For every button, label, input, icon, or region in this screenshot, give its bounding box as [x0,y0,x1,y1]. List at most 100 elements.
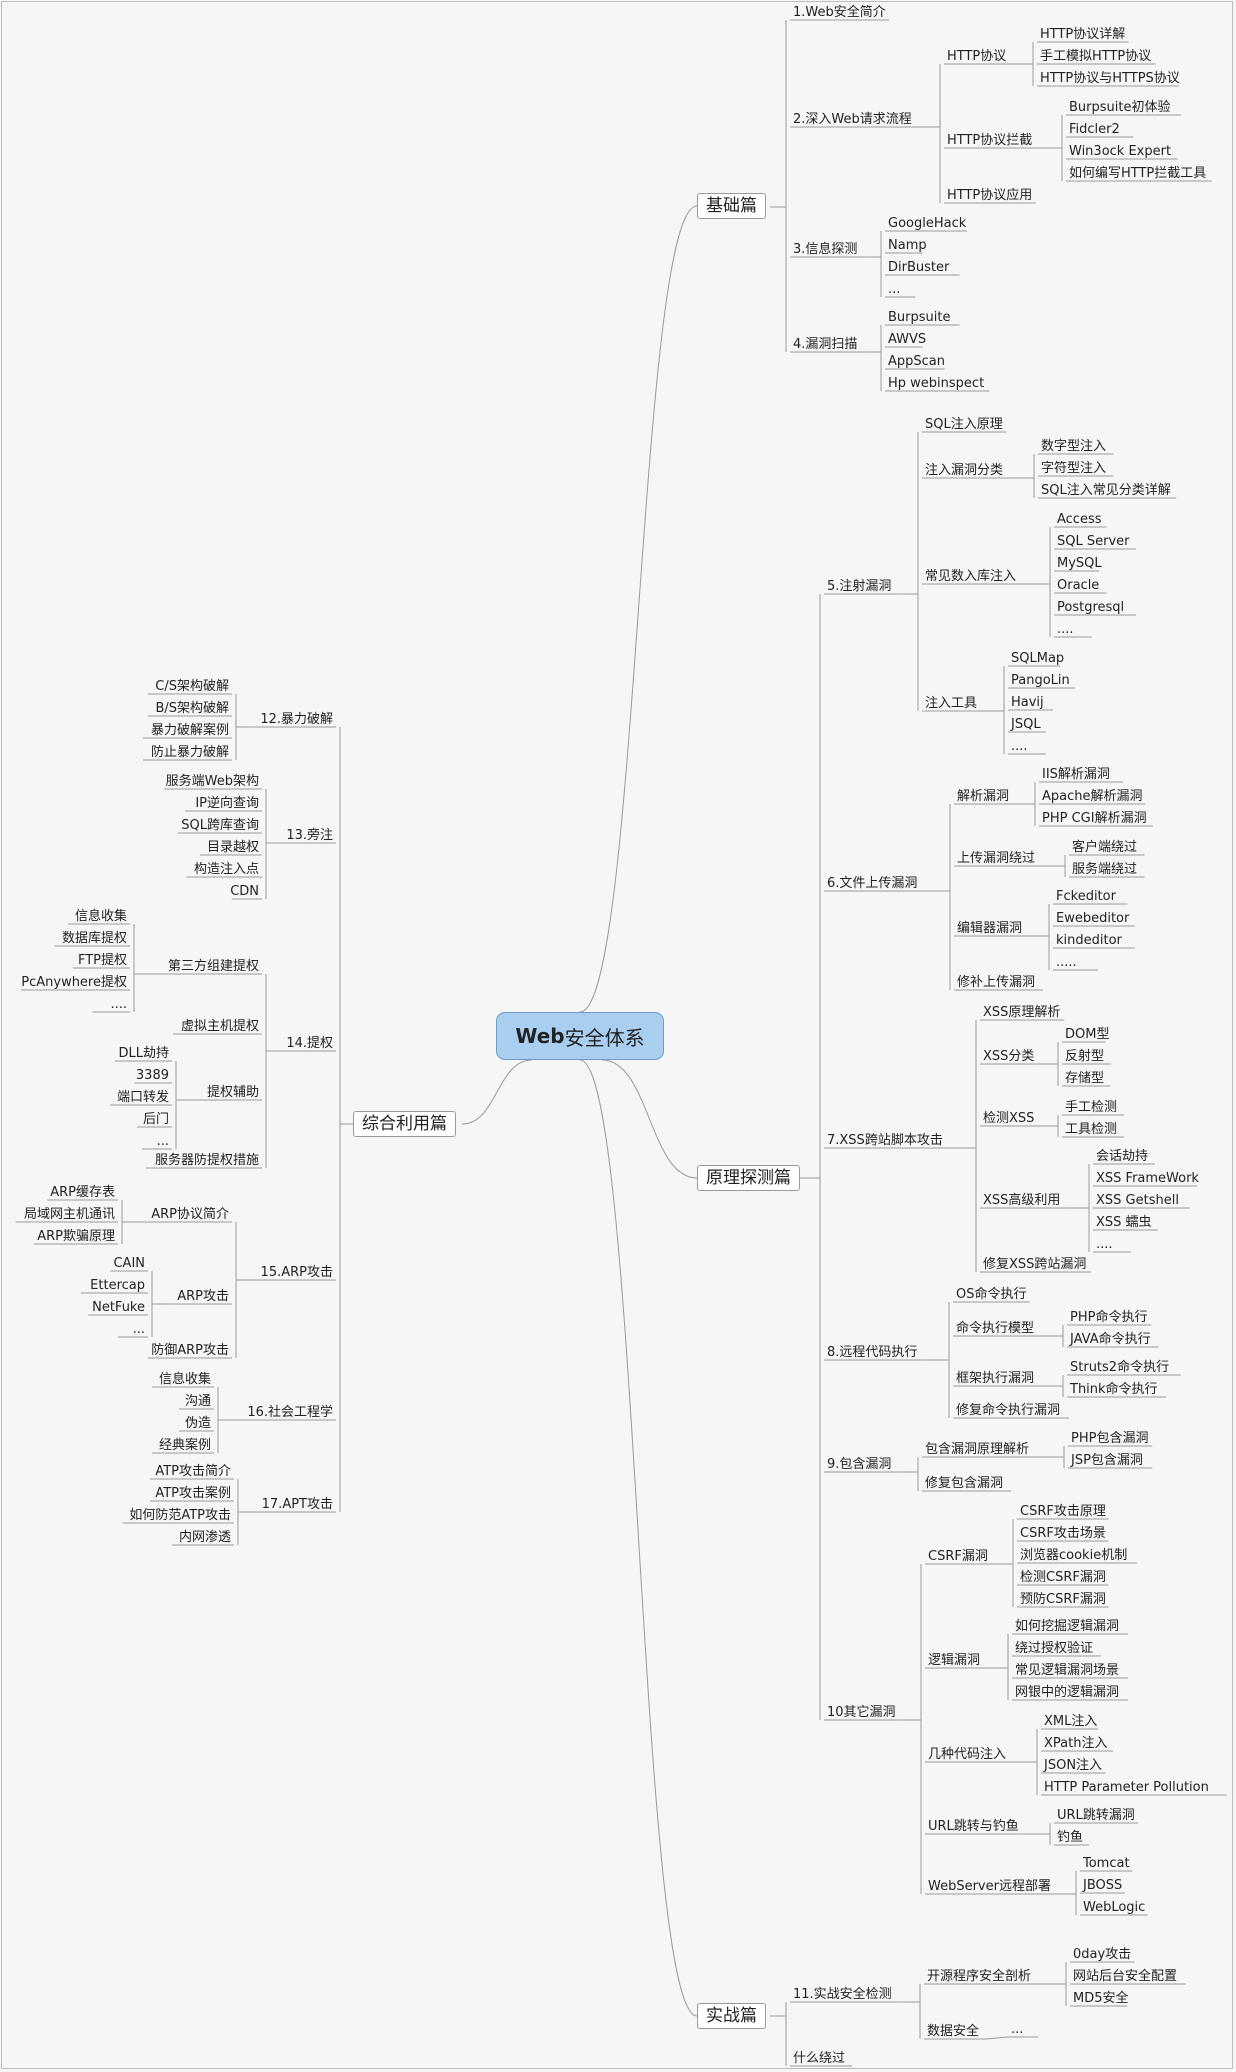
node-l1413[interactable]: FTP提权 [78,952,127,968]
node-p745[interactable]: .... [1096,1237,1113,1252]
node-p103[interactable]: 几种代码注入 [928,1747,1006,1762]
node-p101[interactable]: CSRF漏洞 [928,1548,988,1564]
node-b34[interactable]: ... [888,282,900,297]
node-l144[interactable]: 服务器防提权措施 [155,1152,259,1168]
node-p741[interactable]: 会话劫持 [1096,1149,1148,1164]
node-p621[interactable]: 客户端绕过 [1072,839,1137,855]
node-p104[interactable]: URL跳转与钓鱼 [928,1818,1019,1834]
node-p821[interactable]: PHP命令执行 [1070,1309,1147,1325]
node-p1012[interactable]: CSRF攻击场景 [1020,1526,1106,1541]
node-l163[interactable]: 伪造 [185,1416,211,1431]
node-p521[interactable]: 数字型注入 [1041,439,1106,454]
node-p1024[interactable]: 网银中的逻辑漏洞 [1015,1684,1119,1700]
node-p71[interactable]: XSS原理解析 [983,1005,1060,1020]
node-b44[interactable]: Hp webinspect [888,376,984,391]
node-p64[interactable]: 修补上传漏洞 [957,974,1035,990]
node-p533[interactable]: MySQL [1057,556,1102,571]
node-p9[interactable]: 9.包含漏洞 [827,1456,891,1472]
node-p531[interactable]: Access [1057,512,1102,527]
node-b32[interactable]: Namp [888,238,927,253]
node-p10[interactable]: 10其它漏洞 [827,1704,896,1720]
node-p611[interactable]: IIS解析漏洞 [1042,766,1110,782]
node-l1434[interactable]: 后门 [143,1112,169,1127]
node-p81[interactable]: OS命令执行 [956,1286,1027,1302]
node-b43[interactable]: AppScan [888,354,945,369]
node-p634[interactable]: ..... [1056,955,1077,970]
node-p912[interactable]: JSP包含漏洞 [1070,1452,1143,1468]
node-b2[interactable]: 2.深入Web请求流程 [793,112,912,127]
node-p1041[interactable]: URL跳转漏洞 [1057,1807,1135,1823]
node-p831[interactable]: Struts2命令执行 [1070,1359,1169,1375]
node-p1033[interactable]: JSON注入 [1043,1758,1102,1773]
node-c111[interactable]: 开源程序安全剖析 [927,1968,1031,1984]
node-p622[interactable]: 服务端绕过 [1072,861,1137,877]
node-l13[interactable]: 13.旁注 [286,827,333,843]
node-p7[interactable]: 7.XSS跨站脚本攻击 [827,1132,943,1148]
node-p105[interactable]: WebServer远程部署 [928,1879,1051,1894]
node-p61[interactable]: 解析漏洞 [957,788,1009,804]
node-b2a[interactable]: HTTP协议 [947,49,1006,64]
node-p1031[interactable]: XML注入 [1044,1714,1097,1729]
node-p522[interactable]: 字符型注入 [1041,460,1106,476]
node-l1433[interactable]: 端口转发 [117,1089,169,1105]
node-p1034[interactable]: HTTP Parameter Pollution [1044,1780,1209,1795]
node-b31[interactable]: GoogleHack [888,216,967,231]
node-l14[interactable]: 14.提权 [286,1035,333,1051]
node-p62[interactable]: 上传漏洞绕过 [957,850,1035,866]
node-p51[interactable]: SQL注入原理 [925,417,1003,432]
node-c1121[interactable]: ... [1011,2022,1023,2037]
node-l151[interactable]: ARP协议简介 [151,1206,229,1222]
node-p1011[interactable]: CSRF攻击原理 [1020,1504,1106,1519]
node-p832[interactable]: Think命令执行 [1069,1381,1158,1397]
node-p631[interactable]: Fckeditor [1056,889,1117,904]
node-p52[interactable]: 注入漏洞分类 [925,462,1003,478]
node-l1524[interactable]: ... [133,1322,145,1337]
node-p92[interactable]: 修复包含漏洞 [925,1475,1003,1491]
node-b2b1[interactable]: Burpsuite初体验 [1069,99,1170,115]
node-l15[interactable]: 15.ARP攻击 [261,1265,333,1280]
node-l153[interactable]: 防御ARP攻击 [151,1342,229,1358]
node-p73[interactable]: 检测XSS [983,1111,1034,1126]
node-l164[interactable]: 经典案例 [159,1438,211,1453]
node-p536[interactable]: .... [1057,622,1074,637]
branch-combat[interactable]: 实战篇 [697,2003,766,2029]
node-b41[interactable]: Burpsuite [888,310,950,325]
node-l174[interactable]: 内网渗透 [179,1529,231,1545]
node-l141[interactable]: 第三方组建提权 [168,958,259,974]
branch-combined-use[interactable]: 综合利用篇 [353,1111,456,1137]
node-p534[interactable]: Oracle [1057,578,1099,593]
node-p1022[interactable]: 绕过授权验证 [1015,1640,1093,1656]
node-p83[interactable]: 框架执行漏洞 [956,1370,1034,1386]
node-c1111[interactable]: 0day攻击 [1073,1947,1131,1962]
node-b2a1[interactable]: HTTP协议详解 [1040,27,1125,42]
node-l1513[interactable]: ARP欺骗原理 [37,1229,115,1244]
node-p1052[interactable]: JBOSS [1082,1878,1122,1893]
branch-basic[interactable]: 基础篇 [697,193,766,219]
node-p722[interactable]: 反射型 [1065,1048,1104,1064]
node-l1521[interactable]: CAIN [113,1256,145,1271]
node-c1113[interactable]: MD5安全 [1073,1990,1129,2006]
node-l162[interactable]: 沟通 [185,1394,211,1409]
node-l1511[interactable]: ARP缓存表 [50,1185,115,1200]
node-p74[interactable]: XSS高级利用 [983,1192,1060,1208]
node-l121[interactable]: C/S架构破解 [155,679,229,694]
node-p612[interactable]: Apache解析漏洞 [1042,788,1143,804]
node-l1512[interactable]: 局域网主机通讯 [24,1207,115,1222]
node-b3[interactable]: 3.信息探测 [793,241,857,257]
node-p543[interactable]: Havij [1011,695,1044,710]
node-l124[interactable]: 防止暴力破解 [151,744,229,760]
node-l1411[interactable]: 信息收集 [75,908,127,924]
node-p1023[interactable]: 常见逻辑漏洞场景 [1015,1662,1119,1678]
node-p721[interactable]: DOM型 [1065,1027,1109,1042]
node-l1412[interactable]: 数据库提权 [62,930,127,946]
node-p633[interactable]: kindeditor [1056,933,1123,948]
node-l173[interactable]: 如何防范ATP攻击 [129,1507,231,1523]
node-b2b[interactable]: HTTP协议拦截 [947,133,1032,148]
node-p6[interactable]: 6.文件上传漏洞 [827,875,917,891]
node-p911[interactable]: PHP包含漏洞 [1071,1430,1148,1446]
node-l133[interactable]: SQL跨库查询 [181,817,259,833]
node-l123[interactable]: 暴力破解案例 [151,723,229,738]
node-p8[interactable]: 8.远程代码执行 [827,1345,917,1360]
node-p1015[interactable]: 预防CSRF漏洞 [1020,1591,1106,1607]
